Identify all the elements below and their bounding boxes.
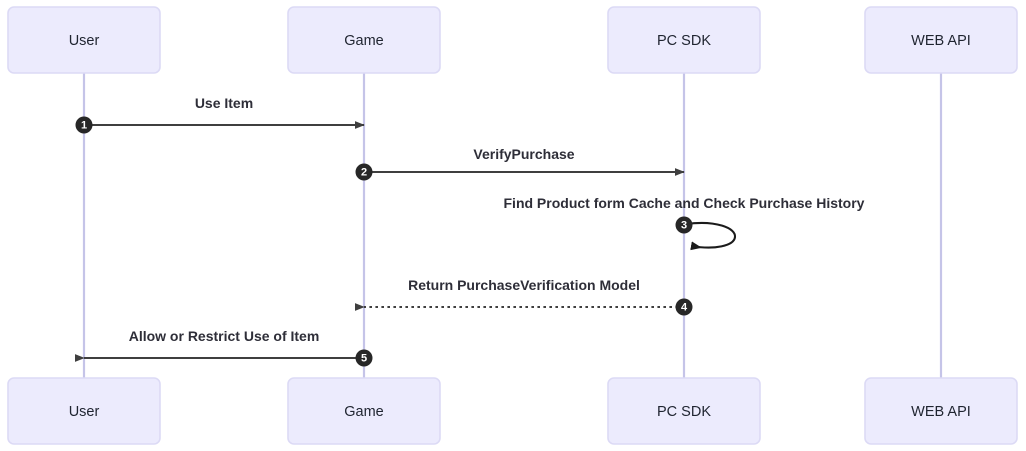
sequence-number-label: 2 — [361, 167, 367, 179]
participant-header-user[interactable]: User — [7, 6, 161, 74]
participant-header-webapi[interactable]: WEB API — [864, 6, 1018, 74]
message-1[interactable]: Use Item 1 — [75, 95, 365, 134]
sequence-number-label: 4 — [681, 302, 688, 314]
message-label: Return PurchaseVerification Model — [408, 277, 640, 293]
participant-label: WEB API — [911, 404, 971, 420]
participant-box[interactable] — [7, 377, 161, 445]
participant-label: User — [69, 33, 100, 49]
participant-label: Game — [344, 404, 384, 420]
message-label: Find Product form Cache and Check Purcha… — [504, 195, 865, 211]
message-2[interactable]: VerifyPurchase 2 — [355, 146, 685, 181]
sequence-number-label: 1 — [81, 120, 87, 132]
participant-footer-row: User Game PC SDK WEB API — [7, 377, 1018, 445]
participant-box[interactable] — [287, 377, 441, 445]
sequence-number-badge — [675, 216, 693, 234]
participant-header-pcsdk[interactable]: PC SDK — [607, 6, 761, 74]
participant-footer-user[interactable]: User — [7, 377, 161, 445]
participant-footer-pcsdk[interactable]: PC SDK — [607, 377, 761, 445]
sequence-number-badge — [75, 116, 93, 134]
participant-box[interactable] — [864, 6, 1018, 74]
participant-box[interactable] — [7, 6, 161, 74]
participant-label: WEB API — [911, 33, 971, 49]
message-label: VerifyPurchase — [473, 146, 574, 162]
participant-header-game[interactable]: Game — [287, 6, 441, 74]
message-label: Use Item — [195, 95, 253, 111]
participant-label: Game — [344, 33, 384, 49]
participant-box[interactable] — [864, 377, 1018, 445]
message-label: Allow or Restrict Use of Item — [129, 328, 320, 344]
participant-label: PC SDK — [657, 404, 711, 420]
participant-label: User — [69, 404, 100, 420]
self-loop-arrow[interactable] — [685, 221, 737, 251]
sequence-number-label: 3 — [681, 220, 687, 232]
message-5[interactable]: Allow or Restrict Use of Item 5 — [74, 328, 373, 367]
participant-box[interactable] — [607, 6, 761, 74]
participant-box[interactable] — [607, 377, 761, 445]
participant-footer-webapi[interactable]: WEB API — [864, 377, 1018, 445]
participant-footer-game[interactable]: Game — [287, 377, 441, 445]
message-3-self-loop[interactable]: Find Product form Cache and Check Purcha… — [504, 195, 865, 251]
participant-header-row: User Game PC SDK WEB API — [7, 6, 1018, 74]
sequence-number-badge — [675, 298, 693, 316]
participant-box[interactable] — [287, 6, 441, 74]
message-4[interactable]: Return PurchaseVerification Model 4 — [354, 277, 693, 316]
sequence-number-badge — [355, 163, 373, 181]
sequence-number-badge — [355, 349, 373, 367]
sequence-number-label: 5 — [361, 353, 367, 365]
participant-label: PC SDK — [657, 33, 711, 49]
